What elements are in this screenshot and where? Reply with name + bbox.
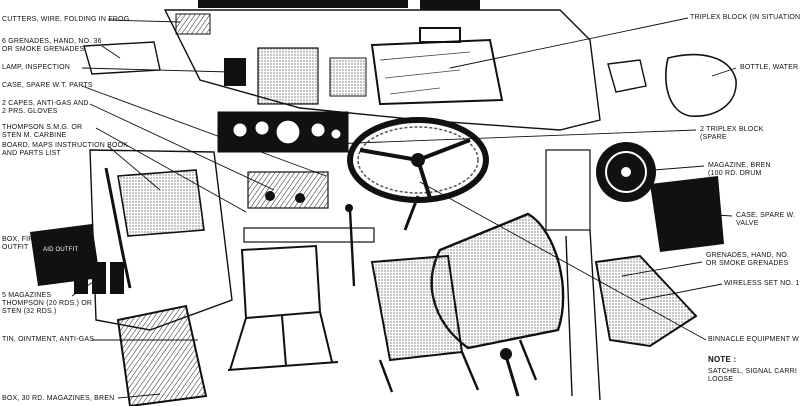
label-triplex-block-spare: 2 TRIPLEX BLOCK (SPARE xyxy=(700,126,764,141)
driver-seat-cushion xyxy=(370,254,464,362)
top-hatch-bar-right xyxy=(420,0,480,10)
gauge-3 xyxy=(310,122,326,138)
note-text: SATCHEL, SIGNAL CARRI LOOSE xyxy=(708,368,797,383)
wire-cutters xyxy=(175,13,211,35)
bottle-water xyxy=(665,53,737,117)
handbrake-lever xyxy=(504,355,520,397)
gauge-1 xyxy=(232,122,248,138)
visor-glare xyxy=(379,51,471,95)
label-tin-ointment: TIN, OINTMENT, ANTI-GAS xyxy=(2,336,95,343)
gauge-2 xyxy=(254,120,270,136)
driver-visor-window xyxy=(370,38,504,106)
steering-wheel-inner xyxy=(357,126,479,194)
front-panel xyxy=(257,47,319,105)
pedal-1 xyxy=(265,191,275,201)
label-lamp-inspection: LAMP, INSPECTION xyxy=(2,64,71,71)
label-magazines-thompson: 5 MAGAZINES THOMPSON (20 RDS.) OR STEN (… xyxy=(2,292,93,315)
label-case-spare-valves: CASE, SPARE W. VALVE xyxy=(736,212,796,227)
top-hatch-bar xyxy=(198,0,408,8)
left-seat-legs xyxy=(227,311,339,371)
bren-drum-hub xyxy=(621,167,631,177)
first-aid-box xyxy=(30,224,100,286)
steering-column xyxy=(403,195,420,231)
label-box-bren-magazines: BOX, 30 RD. MAGAZINES, BREN xyxy=(2,395,115,402)
label-grenades-right: GRENADES, HAND, No. OR SMOKE GRENADES xyxy=(706,252,790,267)
note-heading: NOTE : xyxy=(708,355,737,364)
right-wall-panel xyxy=(545,149,591,231)
gear-lever xyxy=(348,209,356,287)
pedal-2 xyxy=(295,193,305,203)
magazines-rack xyxy=(74,262,124,294)
label-capes-antigas: 2 CAPES, ANTI-GAS AND 2 PRS. GLOVES xyxy=(2,100,89,115)
bren-magazine-box xyxy=(116,304,208,406)
label-thompson-smg: THOMPSON S.M.G. OR STEN M. CARBINE xyxy=(2,124,83,139)
right-frame xyxy=(565,229,601,401)
label-box-first-aid: BOX, FIRST-AID OUTFIT xyxy=(2,236,58,251)
spare-valves-case xyxy=(650,176,724,252)
label-wireless-set: WIRELESS SET No. 1 xyxy=(724,280,800,287)
gun-rack xyxy=(104,167,132,289)
leader-lines xyxy=(47,17,737,399)
stencil-aid-outfit: AID OUTFIT xyxy=(43,247,79,253)
bren-drum-magazine-inner xyxy=(605,151,647,193)
front-plate-outline xyxy=(163,9,601,131)
controls-block xyxy=(247,171,329,209)
label-bottle-water: BOTTLE, WATER xyxy=(740,64,799,71)
handbrake-knob xyxy=(500,348,512,360)
left-seat-back xyxy=(240,244,322,320)
floor-bar xyxy=(243,227,375,243)
label-cutters-wire: CUTTERS, WIRE, FOLDING IN FROG xyxy=(2,16,130,23)
label-magazine-bren-drum: MAGAZINE, BREN (100 RD. DRUM xyxy=(708,162,771,177)
label-triplex-block-situation: TRIPLEX BLOCK (IN SITUATION) xyxy=(690,14,800,21)
triplex-spare-block xyxy=(607,59,647,93)
visor-handle xyxy=(419,27,461,43)
inspection-lamp xyxy=(224,58,246,86)
label-grenades-left: 6 GRENADES, HAND, No. 36 OR SMOKE GRENAD… xyxy=(2,38,102,53)
driver-seat-base xyxy=(378,339,538,393)
label-board-maps: BOARD, MAPS INSTRUCTION BOOK AND PARTS L… xyxy=(2,142,129,157)
label-binnacle-equipment: BINNACLE EQUIPMENT W xyxy=(708,336,799,343)
label-case-wt-parts: CASE, SPARE W.T. PARTS xyxy=(2,82,93,89)
front-panel-2 xyxy=(329,57,367,97)
steering-hub xyxy=(411,153,425,167)
map-board xyxy=(117,169,205,237)
gauge-speedometer xyxy=(275,119,301,145)
gauge-4 xyxy=(330,128,342,140)
wireless-set xyxy=(594,254,698,348)
gear-knob xyxy=(345,204,353,212)
